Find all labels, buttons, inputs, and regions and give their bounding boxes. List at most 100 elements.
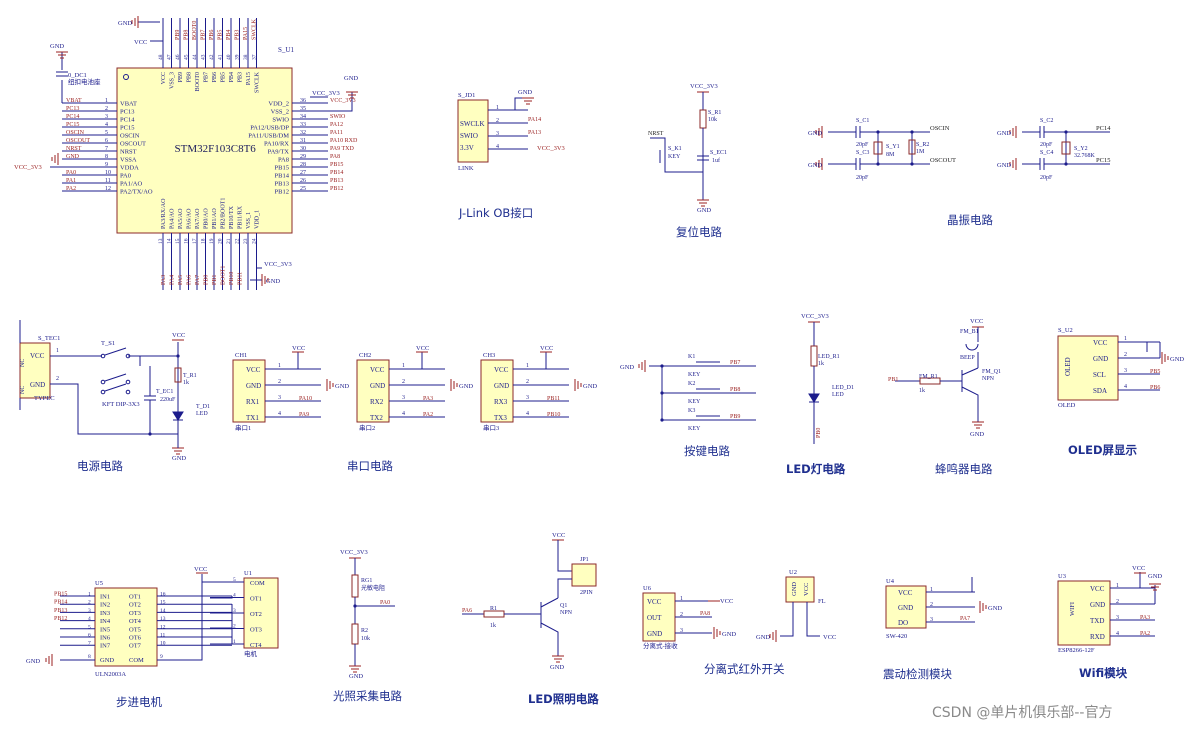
net-label: PC14 [1096,125,1111,132]
wifi-body: WIFI [1069,602,1076,616]
jlink-pin-name: 3.3V [460,144,474,152]
jlink-name: LINK [458,165,474,172]
net-label: GND [808,130,822,137]
switch-lever [104,383,127,392]
crystal-cap-ref: S_C1 [856,118,869,124]
photoresistor [351,574,359,598]
wire [780,602,794,637]
net-label: OSCIN [66,130,85,136]
net-label: GND [550,664,564,671]
uart-2-connector [356,359,390,423]
power-led [172,411,184,421]
buzzer-val: BEEP [960,355,975,361]
light-resistor-val: 10k [361,636,370,642]
mcu-pin-name: PA3/RX/AO [161,198,167,229]
switch-contact [125,389,131,395]
uart-pin-num: 4 [278,411,281,417]
uart-1-connector [232,359,266,423]
uln2003-out: OT7 [129,643,142,650]
net-label: OSCOUT [66,138,90,144]
mcu-pin-name: PB9 [178,72,184,82]
net-label: VCC_3V3 [801,313,829,320]
mcu-pin-name: PC13 [120,109,134,116]
uart-pin-name: RX1 [246,398,260,406]
mcu-pin-num: 5 [105,130,108,136]
net-label: PA4 [170,275,176,285]
uln2003-out: OT5 [129,626,141,633]
pin-num: 4 [233,593,236,599]
pin-num: 2 [1116,599,1119,605]
crystal-r2-ref: S_R2 [916,142,929,148]
mcu-pin-num: 38 [243,54,249,60]
mcu-pin-name: VDDA [120,165,139,172]
net-label: VCC_3V3 [537,145,565,152]
net-label: GND [756,634,770,641]
ir-emitter-ref: U2 [789,569,797,576]
mcu-pin-num: 28 [300,162,306,168]
title-wifi: Wifi模块 [1079,666,1128,680]
uln2003-out: OT1 [129,594,141,601]
mcu-pin-name: PB4 [229,72,235,82]
mcu-pin-name: PA11/USB/DM [248,133,289,140]
net-label: PA1 [66,178,76,184]
net-label: GND [722,631,736,638]
net-label: PA8 [330,154,340,160]
uart-pin-num: 3 [526,395,529,401]
net-label: PA3 [1140,615,1150,621]
mcu-pin-name: NRST [120,149,137,156]
uln2003-out: OT3 [129,610,141,617]
wire [50,383,178,435]
gnd-symbol [326,379,334,391]
pin-num: 1 [680,596,683,602]
uart-ref: CH1 [235,352,247,359]
net-label: VCC_3V3 [312,90,340,97]
net-label: PB0 [816,428,822,438]
mcu-pin-num: 24 [252,238,258,244]
mcu-pin-num: 44 [192,54,198,60]
net-label: GND [518,89,532,96]
pin-num: 16 [160,592,166,598]
power-led-val: LED [196,411,208,417]
mcu-pin-name: PA7/AO [195,208,201,229]
junction-dot [1064,130,1068,134]
crystal-y2-val: 32.768K [1074,153,1096,159]
net-label: PB10 [229,272,235,285]
title-uart: 串口电路 [347,459,393,473]
net-label: GND [266,278,280,285]
uart-pin-num: 2 [526,379,529,385]
uln2003-gnd: GND [100,657,114,664]
net-label: PB1 [888,377,898,383]
crystal-cap-ref: S_C3 [856,150,869,156]
gnd-symbol [522,97,534,105]
gnd-symbol [450,379,458,391]
net-label: VCC_3V3 [690,83,718,90]
net-label: PA10 [299,396,312,402]
net-label: PA13 [528,130,541,136]
net-label: VCC [1132,565,1145,572]
motor-pin: CT4 [250,642,262,649]
vibration-ref: U4 [886,578,895,585]
crystal-r2-val: 1M [916,149,925,155]
net-label: PB12 [54,616,67,622]
mcu-pin-name: PC14 [120,117,135,124]
title-power: 电源电路 [77,459,123,473]
buzzer-transistor-ref: FM_Q1 [982,369,1001,375]
net-label: PB13 [330,178,343,184]
reset-key-ref: S_K1 [668,146,682,152]
led-diode-val: LED [832,392,844,398]
gnd-symbol [815,158,823,170]
mcu-pin-num: 19 [209,238,215,244]
wifi-module [1057,580,1111,646]
pin-num: 9 [160,654,163,660]
oled-pin: SCL [1093,371,1106,379]
pin-num: 15 [160,600,166,606]
crystal-cap-val: 20pF [1040,175,1053,181]
jlink-ref: S_JD1 [458,92,475,99]
gnd-symbol [131,16,139,28]
uln2003-in: IN3 [100,610,110,617]
net-label: GND [50,43,64,50]
uart-pin-num: 3 [278,395,281,401]
mcu-pin-name: PB14 [275,173,290,180]
mcu-pin-num: 1 [105,98,108,104]
oled-module [1057,335,1119,401]
